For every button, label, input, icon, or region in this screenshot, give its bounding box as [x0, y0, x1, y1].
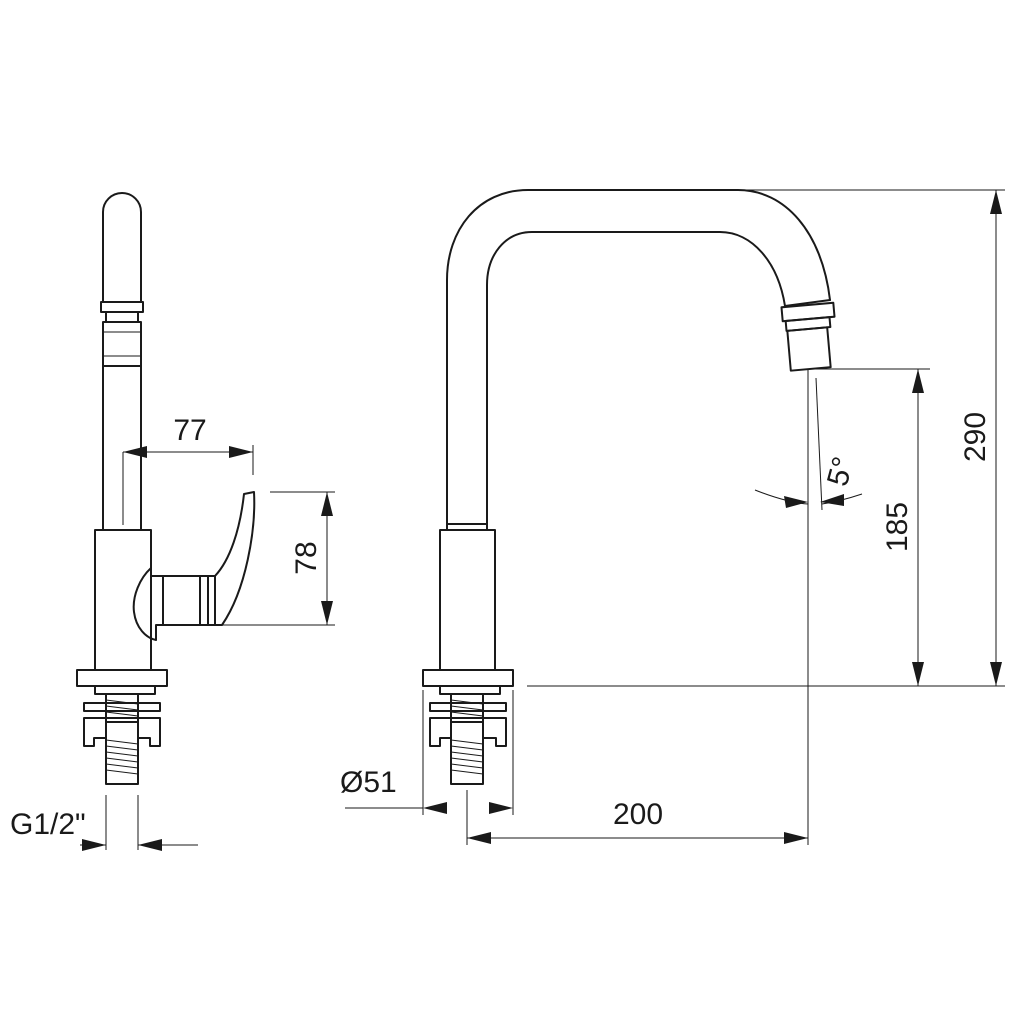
front-view — [422, 189, 836, 785]
side-mounting-bracket — [83, 717, 161, 747]
dim-thread: G1/2" — [10, 808, 86, 841]
dim-handle-reach: 77 — [173, 414, 206, 447]
side-aerator-body — [102, 321, 142, 367]
side-base-flange — [76, 669, 168, 687]
side-spout-top — [102, 192, 142, 303]
front-mounting-bracket — [429, 717, 507, 747]
front-base-ring — [439, 685, 501, 695]
dim-total-height: 290 — [959, 412, 992, 462]
dim-handle-height: 78 — [290, 541, 323, 574]
dim-spout-height: 185 — [881, 502, 914, 552]
side-body — [94, 529, 152, 671]
dimension-lines — [80, 189, 1005, 851]
front-spout-inner — [486, 231, 786, 531]
side-aerator-ring — [100, 301, 144, 313]
front-body — [439, 529, 496, 671]
dim-base-diameter: Ø51 — [340, 766, 397, 799]
front-washer — [429, 702, 507, 712]
front-aerator-body — [786, 326, 832, 372]
side-handle-hub — [132, 567, 216, 641]
side-base-ring — [94, 685, 156, 695]
side-view — [76, 192, 256, 785]
front-base-flange — [422, 669, 514, 687]
dim-spout-angle: 5° — [821, 453, 860, 489]
side-aerator-collar — [105, 311, 139, 323]
side-handle-lever — [214, 491, 256, 626]
side-washer — [83, 702, 161, 712]
dim-spout-reach: 200 — [613, 798, 663, 831]
front-spout-outer — [446, 189, 831, 531]
